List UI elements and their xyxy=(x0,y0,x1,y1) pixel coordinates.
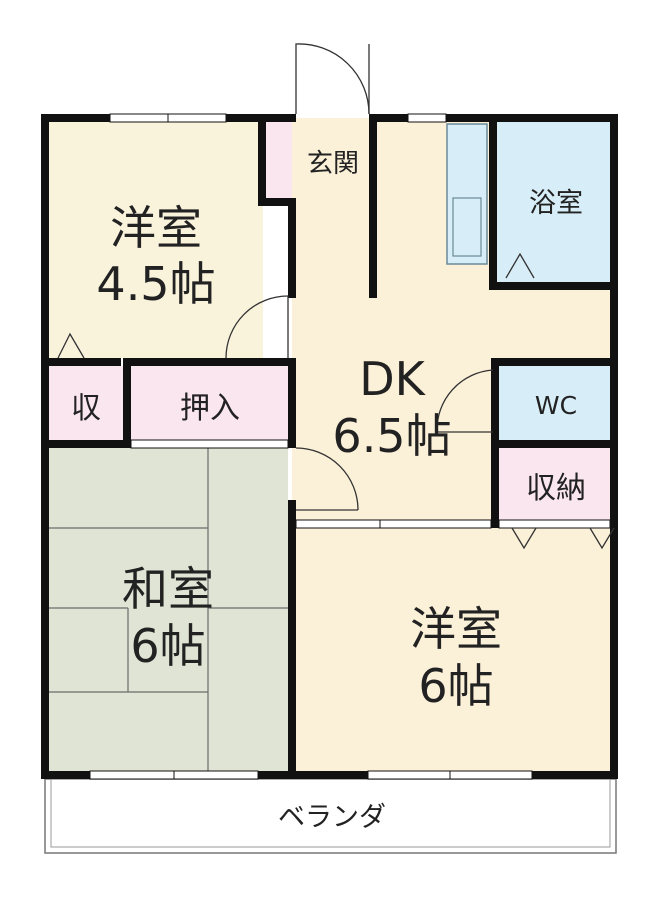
japanese-room-size: 6帖 xyxy=(130,619,205,673)
storage-label: 収納 xyxy=(526,471,586,506)
veranda-label: ベランダ xyxy=(278,802,386,833)
western-room-se-size: 6帖 xyxy=(418,659,493,713)
windows xyxy=(89,113,611,780)
kitchen-sink xyxy=(452,197,482,257)
wc-label: WC xyxy=(535,391,577,420)
dk-name: DK xyxy=(359,352,426,406)
bath-label: 浴室 xyxy=(529,188,583,219)
western-room-se-floor xyxy=(292,527,614,773)
entrance-label: 玄関 xyxy=(307,149,359,179)
closet-label: 押入 xyxy=(180,391,240,426)
japanese-room-name: 和室 xyxy=(122,562,214,616)
dk-size: 6.5帖 xyxy=(332,409,451,463)
storage-small-floor xyxy=(45,366,123,442)
western-room-nw-name: 洋室 xyxy=(110,201,202,255)
tatami-lines xyxy=(45,448,288,773)
western-room-nw-floor xyxy=(45,118,263,358)
storage-small-label: 収 xyxy=(71,391,101,426)
western-room-nw-size: 4.5帖 xyxy=(96,257,215,311)
veranda-outline xyxy=(44,778,617,854)
door-swings xyxy=(57,43,615,550)
wc-floor xyxy=(499,366,614,440)
closet-floor xyxy=(131,366,288,442)
western-room-se-name: 洋室 xyxy=(410,602,502,656)
japanese-room-floor xyxy=(45,448,288,773)
storage-floor xyxy=(499,448,614,520)
bath-floor xyxy=(497,122,614,282)
